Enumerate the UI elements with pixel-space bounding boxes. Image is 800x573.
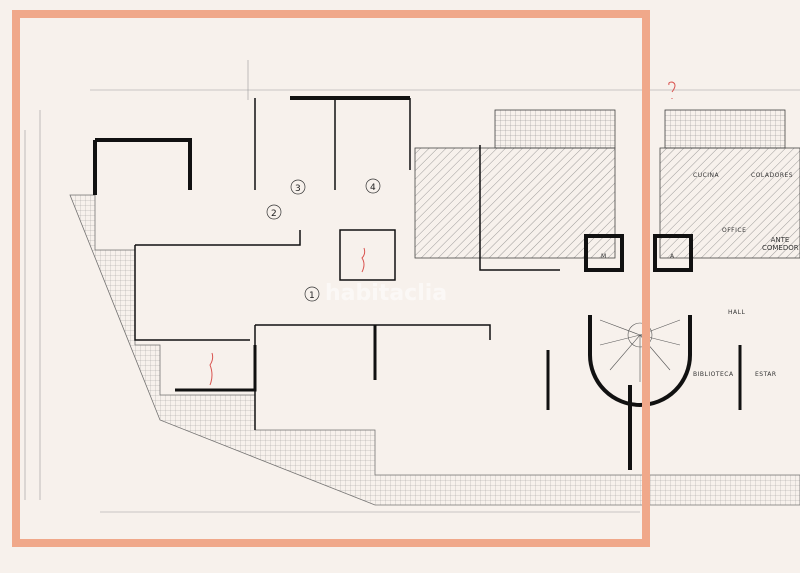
highlight-frame: [12, 10, 650, 547]
room-label-cucina: CUCINA: [693, 172, 720, 179]
room-label-coladores: COLADORES: [751, 172, 793, 179]
room-label-estar: ESTAR: [755, 371, 777, 378]
room-number-4: 4: [370, 183, 376, 193]
room-number-1: 1: [309, 291, 315, 301]
spiral-stair: [599, 319, 681, 382]
hatched-service-areas: [414, 109, 800, 259]
room-number-3: 3: [295, 184, 301, 194]
room-number-markers: 1 2 3 4: [266, 178, 381, 302]
dimension-lines: [24, 60, 800, 513]
handwritten-question-mark: [668, 81, 676, 99]
room-label-office: OFFICE: [722, 227, 746, 234]
walls: [93, 96, 742, 470]
room-label-biblioteca: BIBLIOTECA: [693, 371, 734, 378]
handwritten-mark: [361, 247, 366, 273]
lift-label-m: M: [601, 253, 607, 260]
handwritten-mark: [209, 352, 214, 386]
watermark-logo: habitaclia: [325, 281, 447, 306]
room-number-2: 2: [271, 209, 277, 219]
lift-label-a: A: [670, 253, 675, 260]
room-label-hall: HALL: [728, 309, 745, 316]
room-label-ante-comedor: ANTE COMEDOR: [762, 236, 799, 252]
